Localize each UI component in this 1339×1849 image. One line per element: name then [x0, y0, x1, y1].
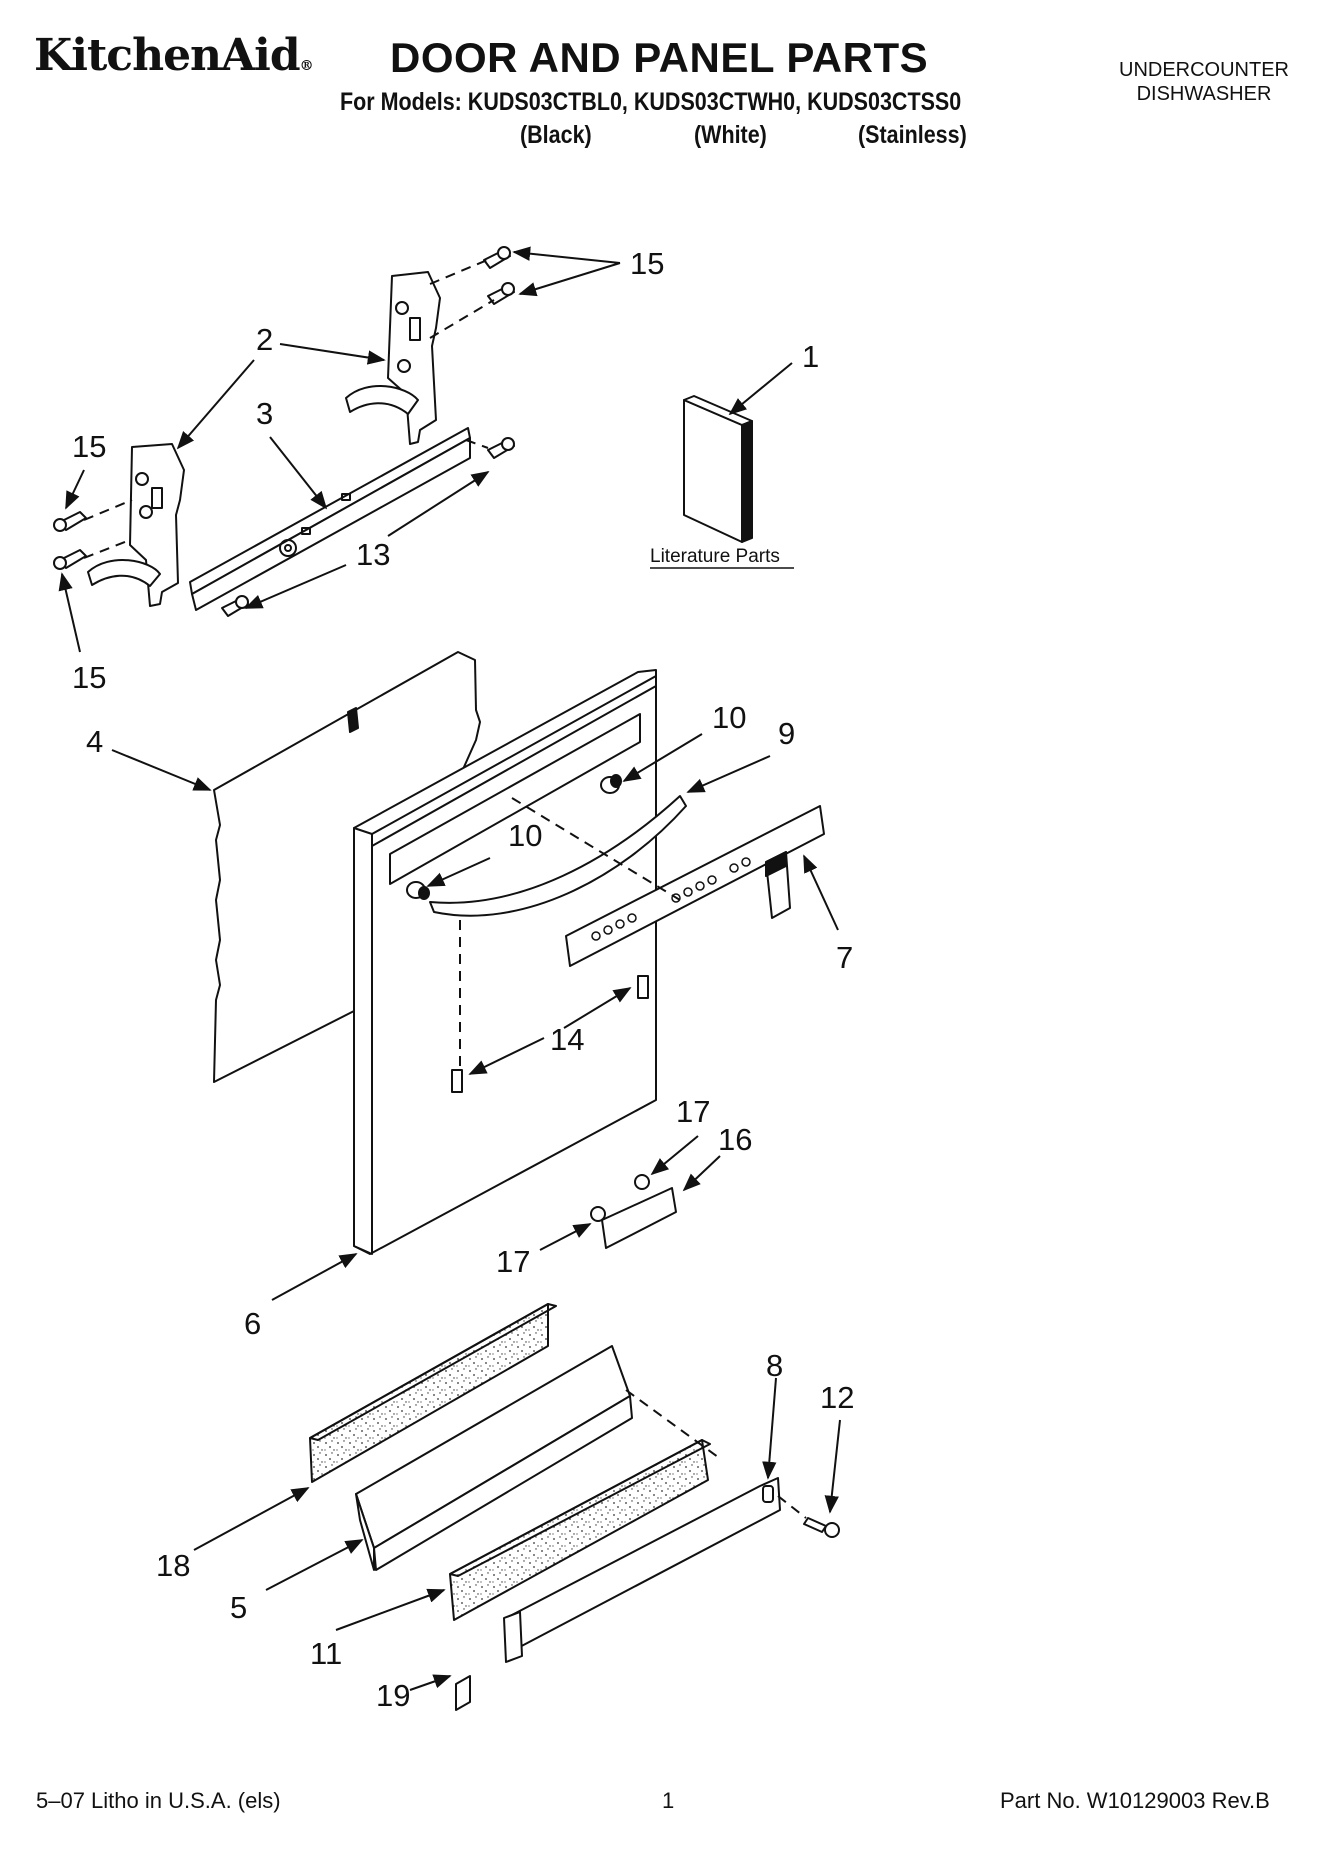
literature-parts-label: Literature Parts — [650, 546, 780, 567]
brand-logo: KitchenAid® — [34, 30, 314, 81]
models-line: For Models: KUDS03CTBL0, KUDS03CTWH0, KU… — [340, 88, 962, 116]
spacer-upper — [637, 975, 649, 999]
control-panel-overlay — [565, 805, 825, 967]
kickplate — [503, 1477, 781, 1663]
variant-black: (Black) — [520, 121, 592, 149]
callout-9: 9 — [778, 716, 795, 751]
page-number: 1 — [662, 1788, 675, 1813]
mounting-bracket-right — [345, 271, 441, 445]
page-title: DOOR AND PANEL PARTS — [390, 34, 929, 81]
literature-booklet — [683, 395, 753, 543]
callout-15-left-bottom: 15 — [72, 660, 106, 695]
callout-18: 18 — [156, 1548, 190, 1583]
callout-5: 5 — [230, 1590, 247, 1625]
screw-kickplate — [803, 1517, 840, 1538]
callout-16: 16 — [718, 1122, 752, 1157]
callout-4: 4 — [86, 724, 103, 759]
toe-panel — [355, 1345, 633, 1571]
callout-8: 8 — [766, 1348, 783, 1383]
variant-stainless: (Stainless) — [858, 121, 967, 149]
screw-left-2 — [53, 549, 87, 570]
category-line-1: UNDERCOUNTER — [1119, 59, 1289, 81]
variant-white: (White) — [694, 121, 767, 149]
screw-rail-right — [487, 437, 515, 459]
screw-upper-1 — [483, 246, 511, 269]
badge-nut-lower — [590, 1206, 606, 1222]
appliance-category: UNDERCOUNTER DISHWASHER — [1119, 58, 1289, 106]
callout-15-top: 15 — [630, 246, 664, 281]
insulation-strip-upper — [309, 1303, 557, 1483]
callout-2: 2 — [256, 322, 273, 357]
callout-10-lower: 10 — [508, 818, 542, 853]
mounting-bracket-left — [87, 443, 185, 607]
handle-standoff-upper — [600, 774, 622, 794]
callout-19: 19 — [376, 1678, 410, 1713]
insulation-strip-lower — [449, 1439, 711, 1621]
category-line-2: DISHWASHER — [1136, 83, 1272, 105]
callout-3: 3 — [256, 396, 273, 431]
callout-11: 11 — [310, 1636, 342, 1671]
door-handle — [429, 795, 687, 917]
support-rail — [189, 427, 471, 611]
badge-nut-upper — [634, 1174, 650, 1190]
callout-15-left-top: 15 — [72, 429, 106, 464]
leader-arrows — [58, 246, 841, 1691]
callout-1: 1 — [802, 339, 819, 374]
inner-door-panel — [213, 651, 481, 1083]
handle-standoff-lower — [406, 881, 430, 900]
spacer-lower — [451, 1069, 463, 1093]
screw-left-1 — [53, 511, 87, 532]
callout-14: 14 — [550, 1022, 584, 1057]
clip — [455, 1675, 471, 1711]
callout-10-upper: 10 — [712, 700, 746, 735]
logo-badge — [601, 1187, 677, 1249]
litho-note: 5–07 Litho in U.S.A. (els) — [36, 1788, 281, 1813]
callout-12: 12 — [820, 1380, 854, 1415]
callout-7: 7 — [836, 940, 853, 975]
part-number: Part No. W10129003 Rev.B — [1000, 1788, 1270, 1813]
callout-6: 6 — [244, 1306, 261, 1341]
assembly-lines — [83, 257, 807, 1519]
callout-17-upper: 17 — [676, 1094, 710, 1129]
callout-17-lower: 17 — [496, 1244, 530, 1279]
screw-rail-left — [221, 595, 249, 617]
callout-labels: 15 1 2 3 15 13 15 4 10 9 10 7 14 17 16 1… — [72, 246, 854, 1713]
callout-13: 13 — [356, 537, 390, 572]
